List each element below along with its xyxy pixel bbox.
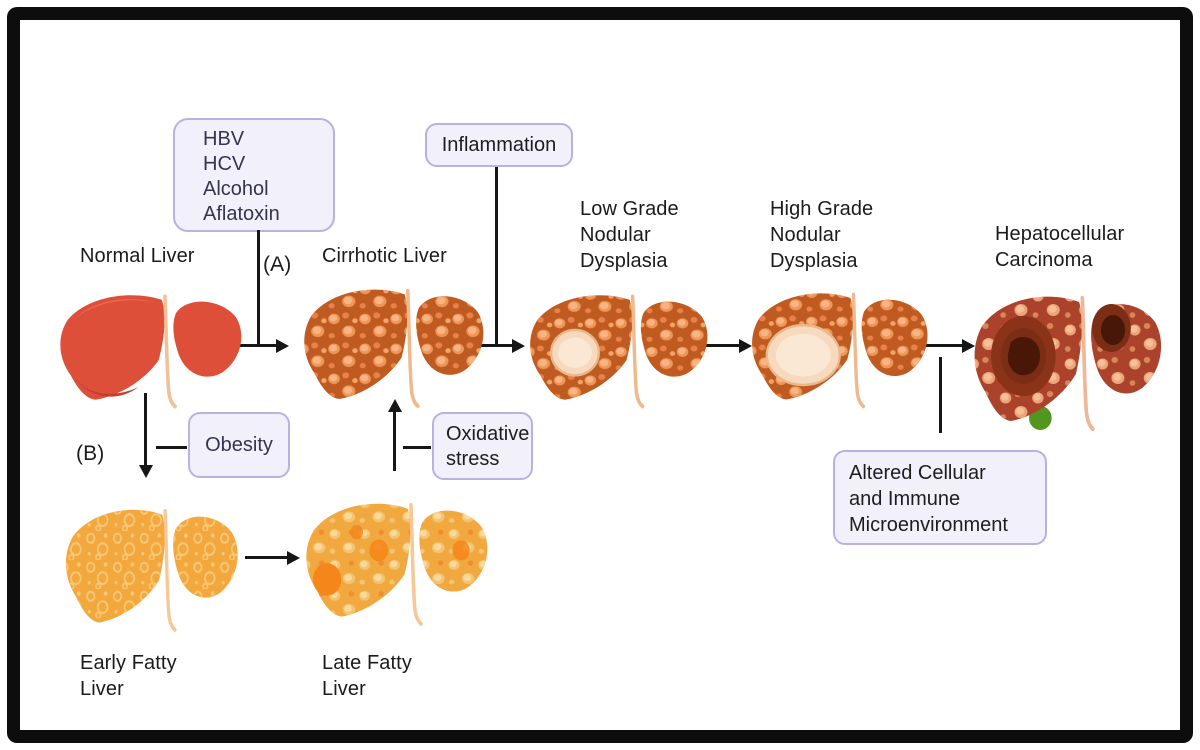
inflammation-box: Inflammation [425,123,573,167]
arrow-latefatty-to-cirrhotic [393,411,396,471]
arrow-earlyfatty-to-latefatty [245,556,288,559]
pathway-a-label: (A) [263,253,292,276]
risk-factors-box: HBV HCV Alcohol Aflatoxin [173,118,335,232]
oxidative-stress-box: Oxidative stress [432,412,533,480]
early-fatty-liver-label: Early Fatty Liver [80,652,177,700]
arrow-lowgrade-to-highgrade [694,344,740,347]
cirrhotic-liver-illustration [304,288,484,409]
high-grade-dysplasia-liver-illustration [752,292,928,409]
hepatocellular-carcinoma-liver-illustration [974,288,1162,438]
normal-liver-label: Normal Liver [80,245,195,267]
low-grade-dysplasia-label: Low Grade Nodular Dysplasia [580,198,679,272]
altered-microenvironment-box: Altered Cellular and Immune Microenviron… [833,450,1047,545]
high-grade-dysplasia-label: High Grade Nodular Dysplasia [770,198,874,272]
obesity-box: Obesity [188,412,290,478]
hepatocellular-carcinoma-label: Hepatocellular Carcinoma [995,223,1125,271]
arrow-highgrade-to-hcc [917,344,963,347]
arrow-normal-to-cirrhotic [232,344,277,347]
arrow-cirrhotic-to-lowgrade [469,344,513,347]
early-fatty-liver-illustration [65,502,238,638]
late-fatty-liver-illustration [306,496,488,632]
low-grade-dysplasia-liver-illustration [530,294,708,409]
arrow-normal-to-earlyfatty [144,393,147,466]
obesity-connector [156,446,187,449]
late-fatty-liver-label: Late Fatty Liver [322,652,412,700]
normal-liver-illustration [60,294,242,409]
altered-microenvironment-line [939,357,942,433]
inflammation-line [495,167,498,345]
pathway-a-line [257,230,260,345]
oxidative-stress-connector [403,446,431,449]
pathway-b-label: (B) [76,442,105,465]
cirrhotic-liver-label: Cirrhotic Liver [322,245,447,267]
